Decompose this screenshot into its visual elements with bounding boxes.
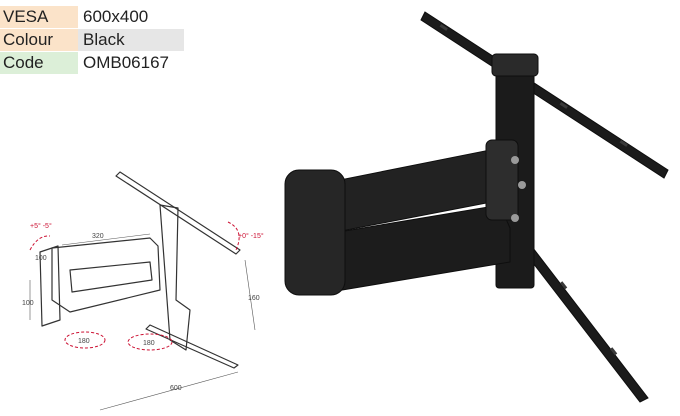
dim-swivel-left: 180 [78,338,90,345]
spec-table: VESA 600x400 Colour Black Code OMB06167 [0,6,184,75]
dim-arm-length: 320 [92,233,104,240]
spec-label-colour: Colour [0,29,78,51]
product-photo [284,11,669,403]
dim-left-depth: 100 [35,255,47,262]
dim-width: 600 [170,385,182,392]
spec-value-vesa: 600x400 [83,7,149,26]
spec-row-code: Code OMB06167 [0,52,184,74]
spec-label-code: Code [0,52,78,74]
spec-value-colour: Black [78,29,184,51]
dim-small-depth: 100 [22,300,34,307]
technical-drawing: 320 100 180 180 160 600 100 +5° -5° +0° … [22,171,264,411]
dim-swivel-right: 180 [143,340,155,347]
spec-value-code: OMB06167 [83,53,169,72]
spec-row-colour: Colour Black [0,29,184,51]
dim-tilt-right: +0° -15° [238,232,264,240]
dim-tilt-left: +5° -5° [30,222,52,230]
dim-height: 160 [248,295,260,302]
spec-row-vesa: VESA 600x400 [0,6,184,28]
spec-label-vesa: VESA [0,6,78,28]
